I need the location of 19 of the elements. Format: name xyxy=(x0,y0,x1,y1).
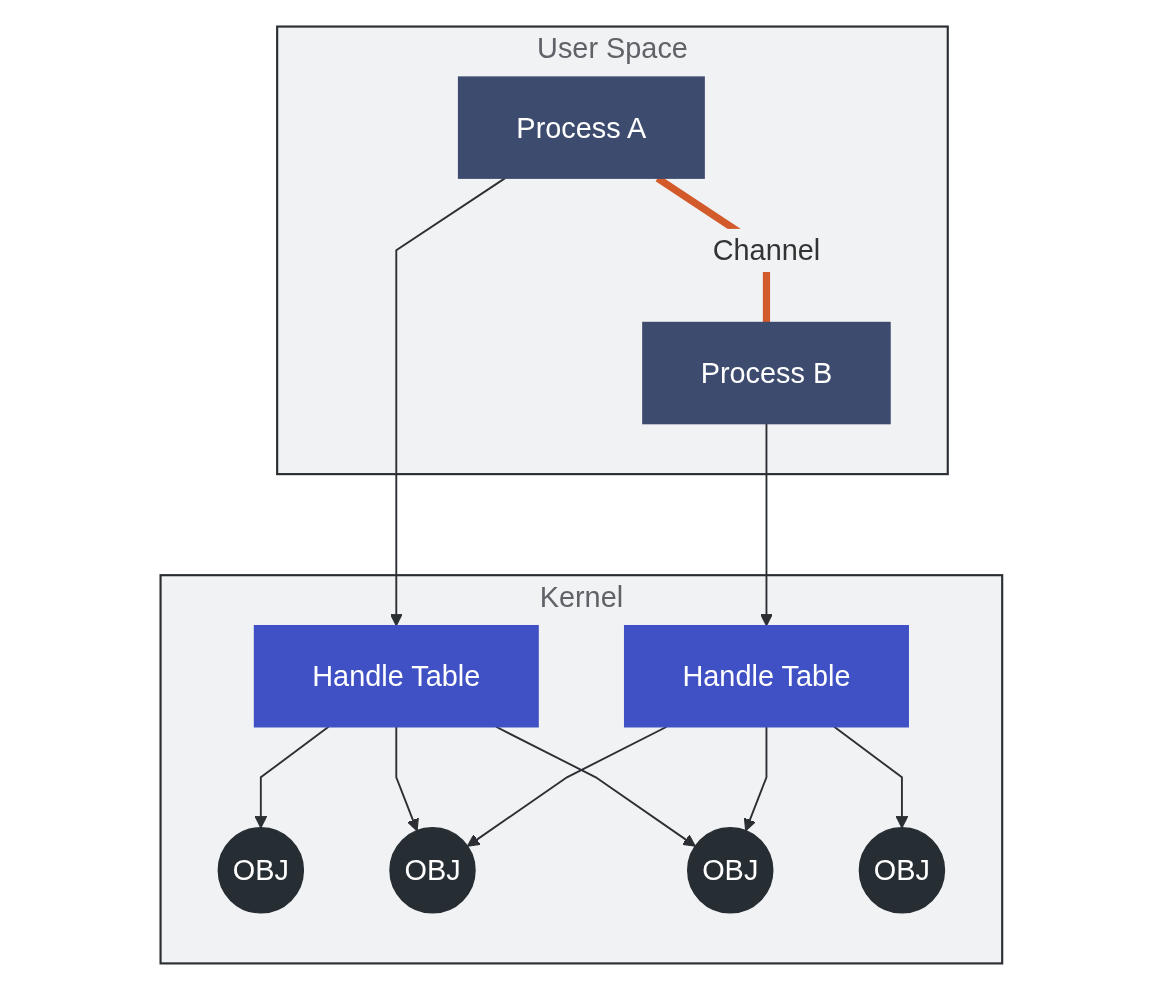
node-circle xyxy=(858,827,946,914)
arrow xyxy=(395,725,419,832)
arrow xyxy=(467,725,668,847)
arrow xyxy=(760,422,773,627)
arrow xyxy=(495,725,696,847)
cluster xyxy=(276,25,949,476)
node-box xyxy=(253,625,539,728)
node-box xyxy=(642,321,891,425)
node-circle xyxy=(389,827,476,914)
diagram: User Space Kernel Channel Process A Process B Handle Table Handle Table OBJ OBJ OBJ OBJ xyxy=(149,15,1014,975)
node-box xyxy=(624,625,910,728)
arrow xyxy=(744,725,768,832)
cluster xyxy=(159,574,1004,965)
arrow xyxy=(390,177,507,627)
arrow xyxy=(254,725,330,829)
node-circle xyxy=(687,827,774,914)
arrow xyxy=(833,725,909,829)
node-circle xyxy=(217,827,305,914)
node-box xyxy=(458,76,705,179)
